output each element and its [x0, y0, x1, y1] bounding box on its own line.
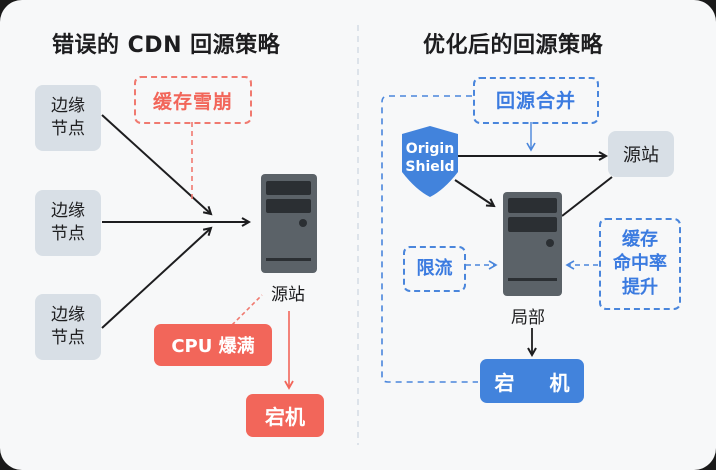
edge-node[interactable]: 边缘节点	[35, 85, 101, 151]
origin-shield-label: Origin Shield	[405, 141, 455, 175]
origin-to-server-line	[561, 176, 613, 217]
feedback-loop	[381, 95, 478, 383]
edge-server-icon	[503, 192, 562, 296]
origin-node[interactable]: 源站	[608, 131, 674, 177]
request-merge-callout: 回源合并	[473, 77, 599, 124]
cache-hit-callout: 缓存 命中率 提升	[599, 218, 681, 310]
left-panel-title: 错误的 CDN 回源策略	[52, 33, 281, 58]
edge-server-label: 局部	[511, 308, 545, 328]
cache-avalanche-callout: 缓存雪崩	[134, 76, 252, 124]
cpu-overload-badge: CPU 爆满	[154, 324, 272, 366]
rate-limit-callout: 限流	[403, 246, 466, 292]
crash-badge: 宕机	[246, 394, 324, 437]
edge1-arrow	[101, 114, 211, 214]
right-panel-title: 优化后的回源策略	[423, 33, 604, 58]
origin-server-icon	[261, 174, 317, 273]
edge-node[interactable]: 边缘节点	[35, 294, 101, 360]
origin-shield-icon	[402, 126, 458, 197]
cpu-connector	[231, 294, 263, 326]
edge3-arrow	[101, 228, 211, 329]
edge-node[interactable]: 边缘节点	[35, 190, 101, 256]
crash-status-button: 宕 机	[480, 359, 584, 403]
shield-to-server-arrow	[454, 179, 494, 206]
origin-server-label: 源站	[271, 285, 305, 305]
